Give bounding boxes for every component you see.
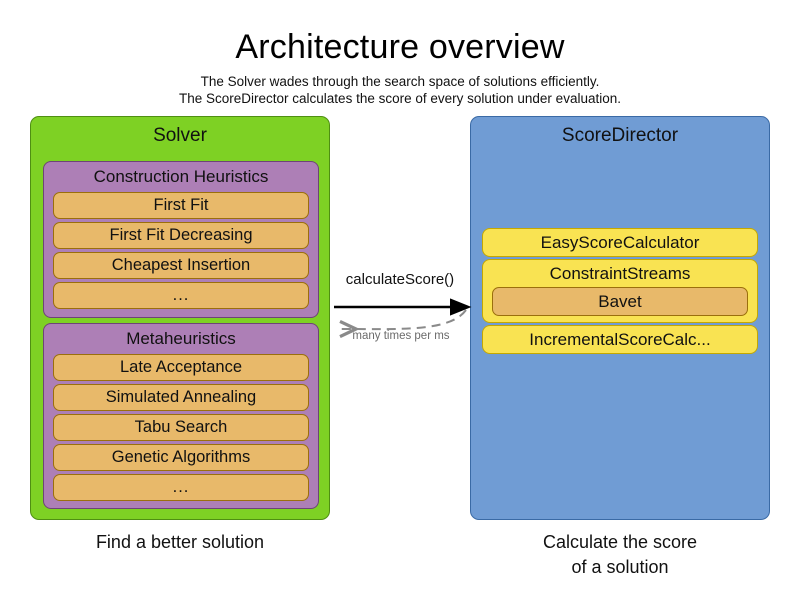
incremental-score-calculator-box[interactable]: IncrementalScoreCalc... xyxy=(482,325,758,354)
calculate-score-label: calculateScore() xyxy=(345,271,455,288)
score-director-caption-line-2: of a solution xyxy=(571,557,669,577)
list-item[interactable]: Genetic Algorithms xyxy=(53,444,309,471)
list-item[interactable]: Late Acceptance xyxy=(53,354,309,381)
score-director-panel[interactable]: ScoreDirector EasyScoreCalculator Constr… xyxy=(470,116,770,520)
construction-heuristics-group[interactable]: Construction Heuristics First Fit First … xyxy=(43,161,319,318)
subtitle-line-1: The Solver wades through the search spac… xyxy=(200,74,600,89)
many-times-per-ms-label: many times per ms xyxy=(352,330,450,342)
construction-heuristics-list: First Fit First Fit Decreasing Cheapest … xyxy=(53,192,309,312)
constraint-streams-label: ConstraintStreams xyxy=(549,264,691,283)
score-director-caption-line-1: Calculate the score xyxy=(542,532,698,552)
solver-caption: Find a better solution xyxy=(95,532,265,552)
metaheuristics-title: Metaheuristics xyxy=(126,329,236,348)
subtitle-block: The Solver wades through the search spac… xyxy=(0,73,800,107)
page-title: Architecture overview xyxy=(235,28,565,66)
list-item-more[interactable]: ... xyxy=(53,282,309,309)
constraint-streams-box[interactable]: ConstraintStreams Bavet xyxy=(482,259,758,323)
solver-panel-title: Solver xyxy=(153,125,207,146)
construction-heuristics-title: Construction Heuristics xyxy=(93,167,269,186)
list-item-more[interactable]: ... xyxy=(53,474,309,501)
score-director-caption: Calculate the score of a solution xyxy=(470,530,770,580)
many-times-per-ms-arrow xyxy=(340,309,467,329)
metaheuristics-group[interactable]: Metaheuristics Late Acceptance Simulated… xyxy=(43,323,319,509)
list-item[interactable]: First Fit Decreasing xyxy=(53,222,309,249)
list-item[interactable]: Cheapest Insertion xyxy=(53,252,309,279)
score-calculator-list: EasyScoreCalculator ConstraintStreams Ba… xyxy=(482,228,758,356)
list-item[interactable]: Tabu Search xyxy=(53,414,309,441)
score-director-panel-title: ScoreDirector xyxy=(561,125,679,146)
solver-panel[interactable]: Solver Construction Heuristics First Fit… xyxy=(30,116,330,520)
list-item[interactable]: First Fit xyxy=(53,192,309,219)
subtitle-line-2: The ScoreDirector calculates the score o… xyxy=(179,91,621,106)
bavet-box[interactable]: Bavet xyxy=(492,287,748,316)
easy-score-calculator-box[interactable]: EasyScoreCalculator xyxy=(482,228,758,257)
diagram-header: Architecture overview The Solver wades t… xyxy=(0,0,800,107)
list-item[interactable]: Simulated Annealing xyxy=(53,384,309,411)
metaheuristics-list: Late Acceptance Simulated Annealing Tabu… xyxy=(53,354,309,504)
